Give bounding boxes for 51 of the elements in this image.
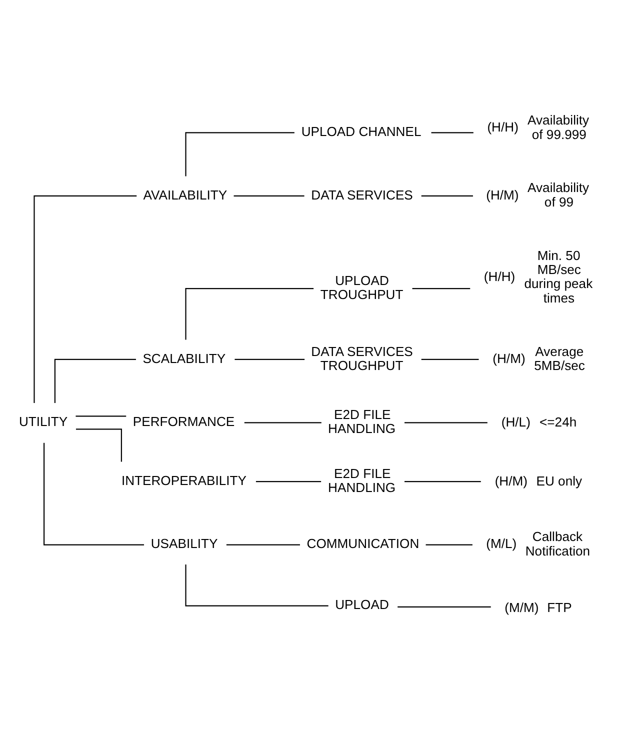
- connector: [76, 428, 122, 462]
- node-text: UPLOAD CHANNEL: [301, 124, 422, 140]
- connector: [256, 481, 322, 482]
- node-label: EU only: [536, 473, 582, 488]
- node-text: SCALABILITY: [142, 350, 226, 366]
- node-text: (H/H): [484, 269, 516, 284]
- connector: [234, 358, 305, 360]
- connector: [185, 132, 294, 176]
- node-label: <=24h: [540, 414, 577, 430]
- connector: [44, 442, 144, 546]
- connector: [431, 132, 474, 134]
- connector: [244, 422, 322, 424]
- connector: [226, 544, 300, 546]
- node-label: Availability of 99: [528, 180, 590, 210]
- connector: [398, 606, 491, 608]
- node-text: UPLOAD TROUGHPUT: [320, 272, 404, 302]
- node-text: DATA SERVICES TROUGHPUT: [311, 344, 413, 373]
- node-label: Min. 50 MB/sec during peak times: [524, 248, 593, 306]
- node-text: E2D FILE HANDLING: [328, 466, 396, 496]
- node-label: Callback Notification: [525, 529, 590, 558]
- node-text: (H/H): [487, 120, 518, 135]
- connector: [76, 416, 126, 417]
- node-text: (H/L): [501, 414, 530, 430]
- node-text: AVAILABILITY: [143, 187, 228, 202]
- connector: [421, 195, 473, 196]
- connector: [185, 564, 328, 606]
- node-text: (H/M): [494, 473, 528, 488]
- node-text: (H/M): [492, 350, 526, 366]
- node-text: INTEROPERABILITY: [121, 472, 246, 488]
- node-text: DATA SERVICES: [311, 187, 413, 202]
- node-text: (M/M): [504, 600, 539, 615]
- connector: [421, 358, 479, 360]
- node-text: COMMUNICATION: [306, 536, 420, 552]
- node-label: Availability of 99.999: [528, 112, 590, 142]
- node-text: E2D FILE HANDLING: [328, 406, 396, 436]
- connector: [185, 288, 314, 340]
- connector: [404, 481, 481, 482]
- node-text: UTILITY: [18, 414, 68, 430]
- node-text: PERFORMANCE: [132, 414, 235, 430]
- node-label: Average 5MB/sec: [534, 344, 585, 373]
- node-label: FTP: [547, 600, 572, 615]
- node-text: (M/L): [486, 536, 517, 552]
- connector: [404, 422, 488, 424]
- connector: [54, 358, 136, 404]
- connector: [412, 288, 470, 290]
- connector: [234, 195, 304, 196]
- node-text: USABILITY: [150, 536, 218, 552]
- connector: [34, 195, 137, 403]
- connector: [426, 544, 472, 546]
- node-text: UPLOAD: [335, 597, 389, 612]
- node-text: (H/M): [486, 187, 519, 202]
